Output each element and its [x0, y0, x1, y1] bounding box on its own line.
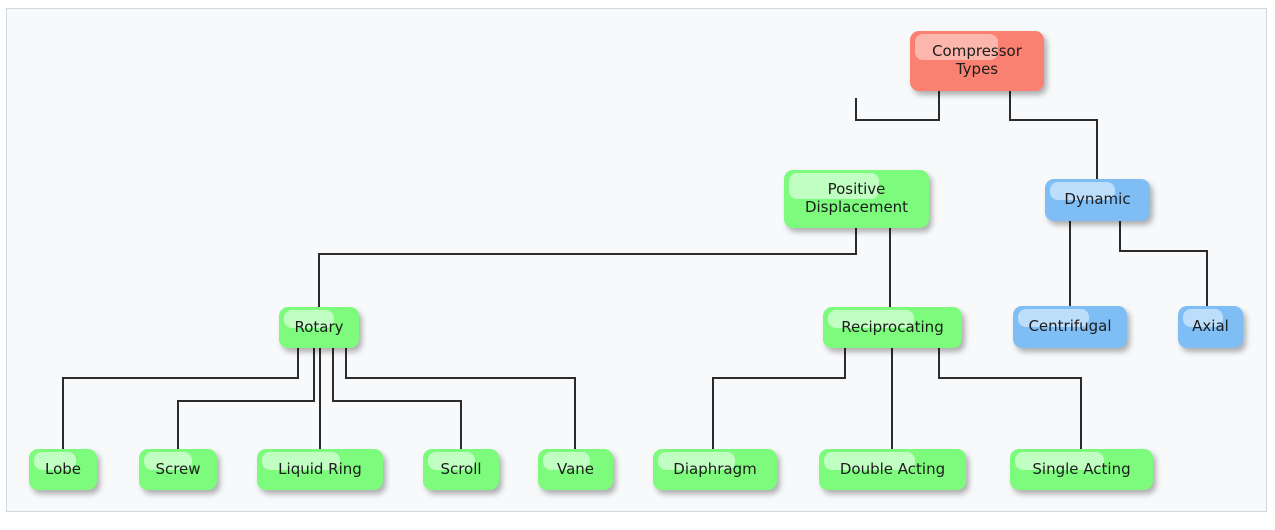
connector-root-to-dynamic: [1009, 91, 1098, 179]
node-label-scroll: Scroll: [440, 459, 482, 478]
node-recip[interactable]: Reciprocating: [823, 307, 962, 348]
node-label-singleacting: Single Acting: [1032, 459, 1131, 478]
node-dynamic[interactable]: Dynamic: [1045, 179, 1150, 221]
node-centrifugal[interactable]: Centrifugal: [1013, 306, 1127, 348]
node-label-recip: Reciprocating: [841, 317, 944, 336]
node-label-doubleacting: Double Acting: [839, 459, 946, 478]
connector-posdisp-to-rotary: [318, 228, 857, 307]
node-label-lobe: Lobe: [44, 459, 82, 478]
node-scroll[interactable]: Scroll: [423, 449, 499, 490]
node-label-posdisp: Positive Displacement: [804, 180, 909, 216]
node-label-root: Compressor Types: [932, 42, 1022, 78]
node-label-screw: Screw: [155, 459, 201, 478]
node-doubleacting[interactable]: Double Acting: [819, 449, 966, 490]
node-label-rotary: Rotary: [294, 317, 344, 336]
node-singleacting[interactable]: Single Acting: [1010, 449, 1153, 490]
node-root[interactable]: Compressor Types: [910, 31, 1044, 91]
connector-root-to-posdisp: [855, 91, 940, 121]
connector-rotary-to-screw: [177, 348, 315, 449]
connector-rotary-to-lobe: [62, 348, 299, 449]
node-label-dynamic: Dynamic: [1064, 190, 1131, 209]
node-liquidring[interactable]: Liquid Ring: [257, 449, 383, 490]
node-label-vane: Vane: [556, 459, 595, 478]
node-axial[interactable]: Axial: [1178, 306, 1243, 348]
node-label-centrifugal: Centrifugal: [1028, 317, 1112, 336]
node-rotary[interactable]: Rotary: [279, 307, 359, 348]
node-diaphragm[interactable]: Diaphragm: [653, 449, 777, 490]
node-vane[interactable]: Vane: [538, 449, 613, 490]
connector-dynamic-to-axial: [1119, 221, 1208, 306]
node-lobe[interactable]: Lobe: [29, 449, 97, 490]
connector-recip-to-diaphragm: [712, 348, 846, 449]
connector-recip-to-singleacting: [938, 348, 1082, 449]
connector-rotary-to-vane: [345, 348, 576, 449]
node-label-diaphragm: Diaphragm: [673, 459, 757, 478]
node-posdisp[interactable]: Positive Displacement: [784, 170, 929, 228]
node-label-axial: Axial: [1192, 317, 1229, 336]
connector-rotary-to-scroll: [332, 348, 462, 449]
node-label-liquidring: Liquid Ring: [278, 459, 362, 478]
node-screw[interactable]: Screw: [139, 449, 217, 490]
connector-layer: [62, 91, 1208, 449]
